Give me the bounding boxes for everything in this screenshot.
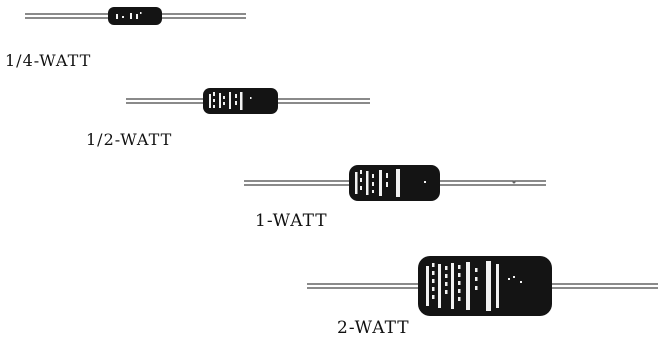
resistor-body — [108, 7, 162, 25]
label-one-watt: 1-WATT — [255, 211, 328, 231]
resistor-two-watt — [307, 256, 658, 316]
value-marking — [426, 261, 522, 311]
value-marking — [209, 92, 252, 110]
resistor-one-watt — [244, 165, 546, 201]
label-quarter-watt: 1/4-WATT — [5, 51, 92, 70]
lead-wire — [244, 180, 546, 186]
label-two-watt: 2-WATT — [337, 318, 410, 338]
label-half-watt: 1/2-WATT — [86, 130, 173, 149]
resistor-body — [349, 165, 440, 201]
lead-wire — [25, 13, 246, 19]
resistor-half-watt — [126, 88, 370, 114]
wire-speck — [512, 180, 516, 184]
resistor-quarter-watt — [25, 7, 246, 25]
lead-wire — [307, 283, 658, 289]
lead-wire — [126, 98, 370, 104]
value-marking — [355, 169, 426, 197]
value-marking — [116, 12, 142, 19]
